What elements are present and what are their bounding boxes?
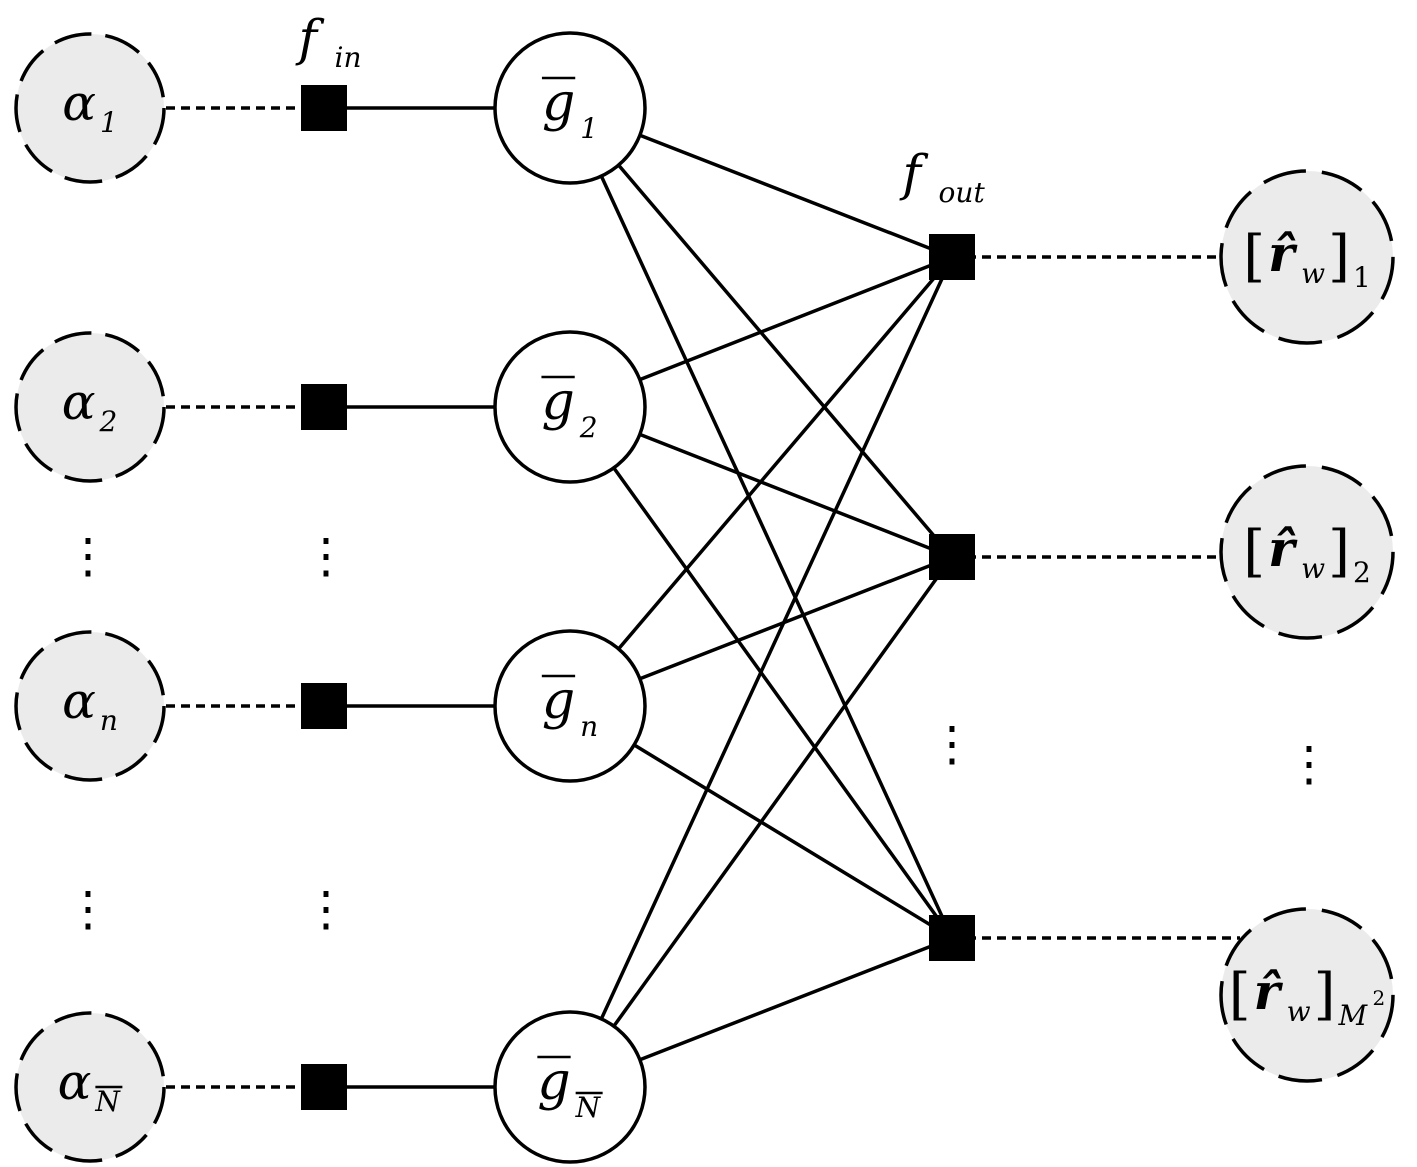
r-subscript: w [1301,257,1325,290]
r-open-bracket: [ [1243,224,1265,289]
r-index-superscript: 2 [1372,986,1385,1010]
g-node-4 [493,1010,647,1164]
vertical-ellipsis: ⋮ [64,528,112,584]
g-label: g [542,73,575,133]
edge-g3-fout1 [617,255,954,651]
g-node-1 [493,31,647,185]
g-subscript: 1 [580,112,598,145]
r-index: 1 [1353,261,1371,294]
alpha-node-2 [14,331,166,483]
g-subscript: n [580,710,598,743]
g-label: g [541,372,574,432]
r-node-3 [1219,907,1395,1083]
alpha-subscript: N [94,1085,121,1118]
g-node-2 [493,330,647,484]
f-out-factor-1 [929,234,975,280]
alpha-label: α [58,1053,92,1111]
vertical-ellipsis: ⋮ [302,528,350,584]
vertical-ellipsis: ⋮ [1285,736,1333,792]
f-in-factor-2 [301,384,347,430]
vertical-ellipsis: ⋮ [302,881,350,937]
r-open-bracket: [ [1243,519,1265,584]
g-label: g [542,671,575,731]
g-label: g [537,1052,570,1112]
r-close-bracket: ] [1328,519,1350,584]
vertical-ellipsis: ⋮ [928,716,976,772]
alpha-subscript: 2 [98,405,117,438]
g-subscript: N [575,1091,602,1124]
r-node-1 [1219,169,1395,345]
alpha-subscript: 1 [100,106,118,139]
alpha-node-4 [14,1011,166,1163]
edge-g1-fout1 [639,133,953,259]
f-in-factor-1 [301,85,347,131]
alpha-node-3 [14,630,166,782]
r-node-2 [1219,464,1395,640]
f-in-factor-3 [301,683,347,729]
alpha-label: α [62,672,96,730]
alpha-label: α [62,74,96,132]
r-subscript: w [1301,552,1325,585]
alpha-label: α [62,373,96,431]
vertical-ellipsis: ⋮ [64,881,112,937]
g-subscript: 2 [579,411,598,444]
alpha-node-1 [14,32,166,184]
r-close-bracket: ] [1328,224,1350,289]
f-in-subscript: in [335,41,362,74]
edge-g2-fout2 [639,432,953,559]
edge-g2-fout3 [612,466,954,940]
r-index: M [1337,999,1368,1032]
f-in-label: f [295,9,325,67]
edge-g4-fout1 [599,256,954,1020]
edges [166,106,1240,1089]
edge-g4-fout3 [639,936,953,1062]
f-out-factor-3 [929,915,975,961]
f-out-factor-2 [929,534,975,580]
f-in-factor-4 [301,1064,347,1110]
edge-g2-fout1 [639,255,953,382]
r-subscript: w [1287,995,1311,1028]
f-out-label: f [899,144,929,202]
edge-g4-fout2 [612,555,954,1028]
r-index: 2 [1353,556,1371,589]
r-close-bracket: ] [1314,962,1336,1027]
edge-g3-fout3 [633,743,953,940]
r-hat-label: r̂ [1254,962,1284,1021]
r-open-bracket: [ [1229,962,1251,1027]
r-hat-label: r̂ [1268,519,1298,578]
r-hat-label: r̂ [1268,224,1298,283]
edge-g1-fout3 [599,175,954,939]
edge-g1-fout2 [617,163,954,559]
g-node-3 [493,629,647,783]
alpha-subscript: n [100,704,118,737]
f-out-subscript: out [939,176,986,209]
edge-g3-fout2 [639,555,953,681]
